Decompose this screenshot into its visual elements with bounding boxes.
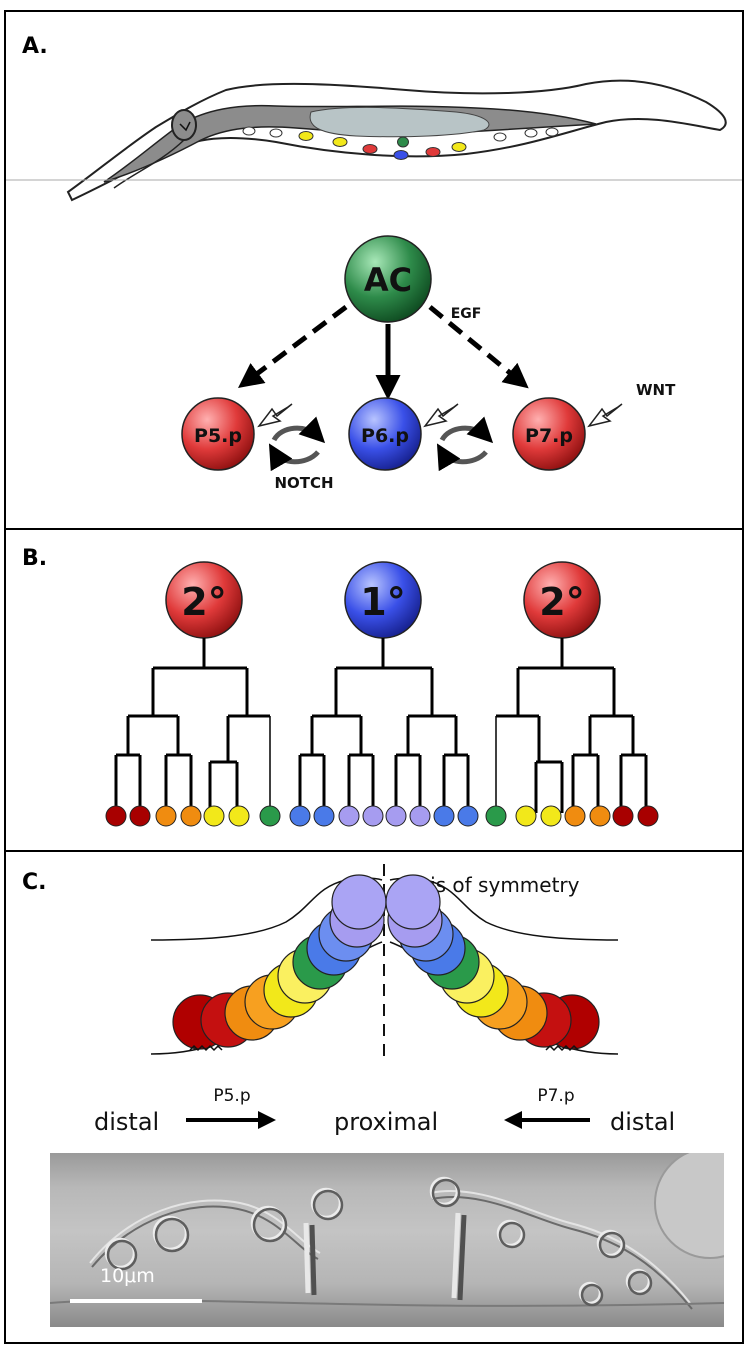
fate-2-left-label: 2° (181, 580, 226, 624)
dic-micrograph: 10μm (50, 1153, 724, 1327)
lineage-trees (114, 638, 648, 813)
p5p-cell (181, 397, 255, 471)
p6p-cell (348, 397, 422, 471)
vulva-symmetry-diagram: axis of symmetry (94, 864, 675, 1136)
p6p-label: P6.p (361, 425, 409, 447)
fate-2-right: 2° (523, 561, 601, 639)
fate-1-label: 1° (360, 580, 405, 624)
attachment-left (189, 1044, 223, 1052)
proximal-label: proximal (334, 1108, 438, 1136)
daughter-cells (105, 805, 659, 827)
panel-c-label: C. (22, 870, 47, 895)
attachment-right (545, 1044, 579, 1052)
arrow-left-head (504, 1111, 522, 1129)
p5p-arrow-label: P5.p (213, 1086, 250, 1106)
arrow-right-head (258, 1111, 276, 1129)
distal-right-label: distal (610, 1108, 675, 1136)
wnt-arrows (257, 403, 623, 428)
worm-body (66, 79, 727, 202)
p7p-cell (512, 397, 586, 471)
vpc-row (242, 126, 559, 160)
cell-lineage-diagram: 2° 1° 2° (105, 561, 659, 827)
egf-arrow-p7 (428, 305, 529, 389)
scale-bar-label: 10μm (100, 1265, 155, 1287)
panel-a: A. (4, 10, 744, 530)
notch-cycle-left (268, 416, 326, 472)
panel-b-label: B. (22, 546, 48, 571)
fate-1: 1° (344, 561, 422, 639)
p7p-arrow-label: P7.p (537, 1086, 574, 1106)
notch-label: NOTCH (274, 474, 333, 492)
worm-vulva-induction-diagram: AC EGF P5.p P6.p P7.p WNT NOTCH (6, 79, 742, 492)
notch-cycle-right (436, 416, 494, 472)
fate-2-right-label: 2° (539, 580, 584, 624)
p7p-label: P7.p (525, 425, 573, 447)
ac-label: AC (364, 261, 412, 299)
egf-arrow-p5 (238, 305, 348, 388)
cell-stack-right (385, 874, 600, 1050)
p5p-label: P5.p (194, 425, 242, 447)
panel-b: B. 2° 1° 2° (4, 528, 744, 852)
distal-left-label: distal (94, 1108, 159, 1136)
wnt-label: WNT (636, 381, 676, 399)
fate-2-left: 2° (165, 561, 243, 639)
panel-a-label: A. (22, 34, 48, 59)
cell-stack-left (172, 874, 387, 1050)
egf-label: EGF (451, 306, 482, 322)
scale-bar (70, 1299, 202, 1303)
anchor-cell (344, 235, 432, 323)
panel-c: C. axis of symmetry (4, 850, 744, 1344)
